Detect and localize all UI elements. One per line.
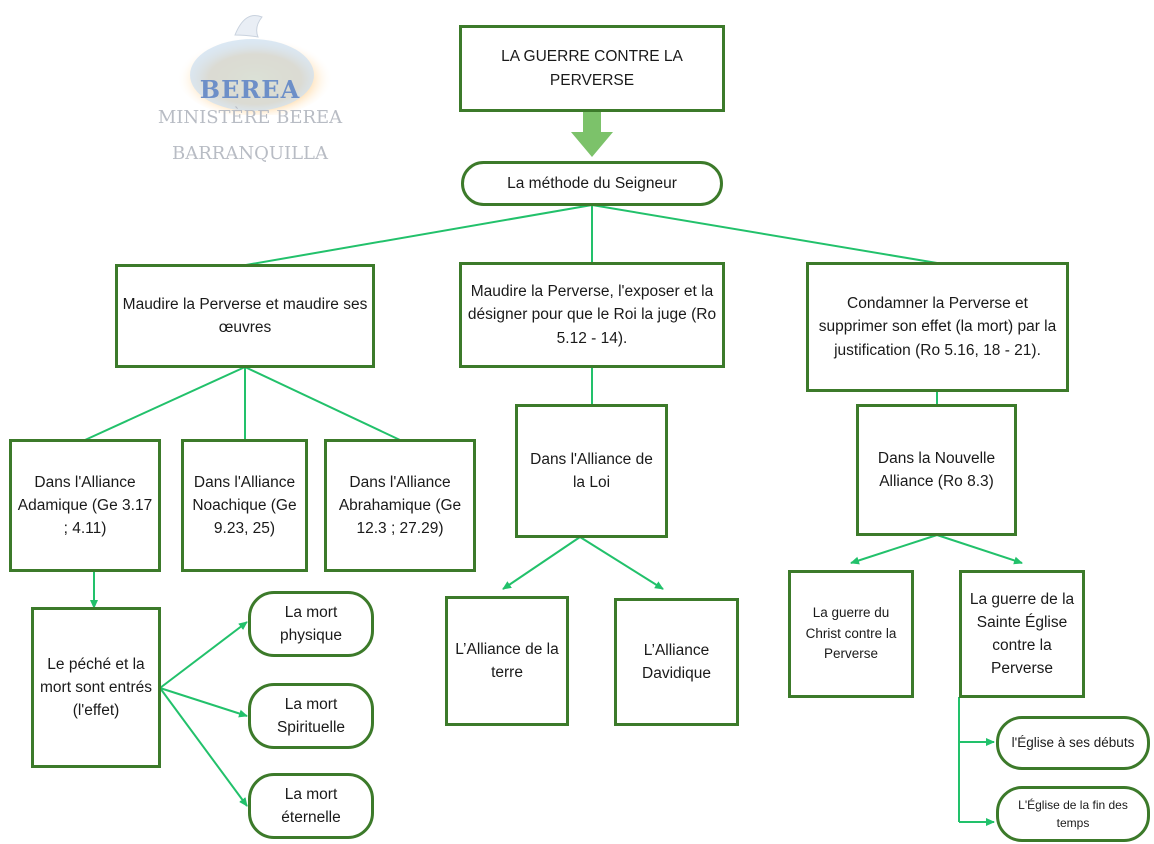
alliance-noachique: Dans l'Alliance Noachique (Ge 9.23, 25) <box>181 439 308 572</box>
link-method-branch3 <box>591 204 938 264</box>
logo-emblem <box>177 15 333 117</box>
alliance-abrahamique: Dans l'Alliance Abrahamique (Ge 12.3 ; 2… <box>324 439 476 572</box>
link-method-branch1 <box>245 204 593 266</box>
link-branch1-adamique <box>84 366 246 441</box>
link-loi-terre <box>502 536 581 590</box>
mort-physique: La mort physique <box>248 591 374 657</box>
peche-mort: Le péché et la mort sont entrés (l'effet… <box>31 607 161 768</box>
nouvelle-alliance: Dans la Nouvelle Alliance (Ro 8.3) <box>856 404 1017 536</box>
branch-expose: Maudire la Perverse, l'exposer et la dés… <box>459 262 725 368</box>
eglise-fin-des-temps: L'Église de la fin des temps <box>996 786 1150 842</box>
alliance-davidique: L’Alliance Davidique <box>614 598 739 726</box>
link-nouvelle-eglise <box>936 534 1023 565</box>
link-peche-eternelle <box>159 687 248 807</box>
link-branch1-abrahamique <box>244 366 401 441</box>
link-peche-spirituelle <box>159 687 248 718</box>
big-down-arrow <box>571 112 613 157</box>
guerre-eglise: La guerre de la Sainte Église contre la … <box>959 570 1085 698</box>
alliance-adamique: Dans l'Alliance Adamique (Ge 3.17 ; 4.11… <box>9 439 161 572</box>
link-loi-davidique <box>579 536 664 590</box>
mort-spirituelle: La mort Spirituelle <box>248 683 374 749</box>
link-nouvelle-christ <box>850 534 938 565</box>
logo-line2: BARRANQUILLA <box>171 143 329 164</box>
link-peche-physique <box>159 621 248 689</box>
branch-curse: Maudire la Perverse et maudire ses œuvre… <box>115 264 375 368</box>
alliance-loi: Dans l'Alliance de la Loi <box>515 404 668 538</box>
title-box: LA GUERRE CONTRE LA PERVERSE <box>459 25 725 112</box>
logo-line1: MINISTÈRE BEREA <box>157 107 343 128</box>
mort-eternelle: La mort éternelle <box>248 773 374 839</box>
alliance-terre: L’Alliance de la terre <box>445 596 569 726</box>
branch-condemn: Condamner la Perverse et supprimer son e… <box>806 262 1069 392</box>
logo-brand: BEREA <box>199 75 301 104</box>
berea-logo: BEREA MINISTÈRE BEREA BARRANQUILLA <box>150 5 350 175</box>
eglise-debuts: l'Église à ses débuts <box>996 716 1150 770</box>
guerre-christ: La guerre du Christ contre la Perverse <box>788 570 914 698</box>
method-node: La méthode du Seigneur <box>461 161 723 206</box>
